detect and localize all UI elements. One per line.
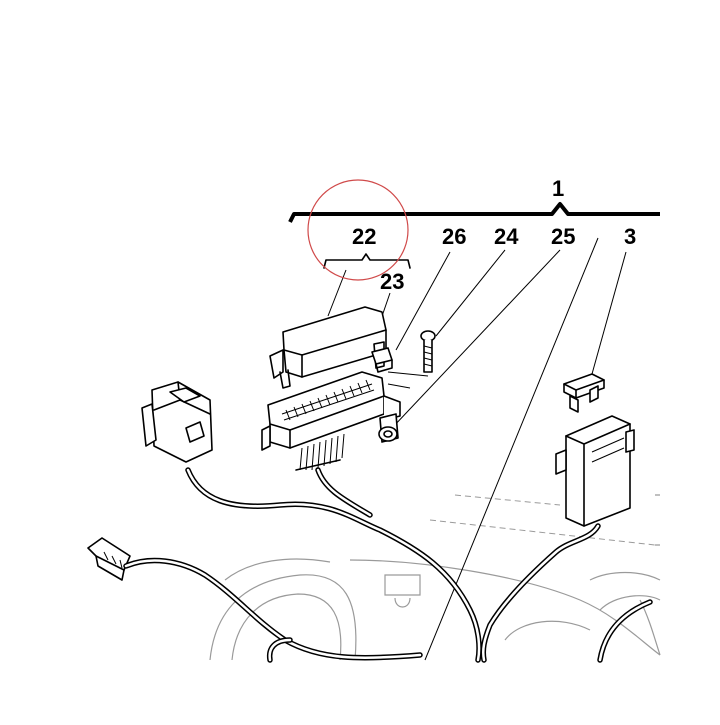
background-structure (209, 494, 661, 661)
callout-24: 24 (494, 224, 519, 249)
wiring-harness (123, 467, 653, 663)
assembly-bracket (288, 202, 660, 223)
sub-bracket-22 (323, 253, 411, 269)
clip-part (371, 347, 393, 373)
screw-part (420, 330, 436, 373)
side-plug-part (87, 537, 131, 581)
nut-part (378, 371, 429, 443)
fuse-holder-part (555, 415, 635, 527)
fuse-part (563, 373, 605, 413)
callout-labels: 1 22 23 26 24 25 3 (352, 176, 636, 294)
connector-cover-part (269, 306, 387, 389)
callout-25: 25 (551, 224, 575, 249)
callout-23: 23 (380, 269, 404, 294)
callout-26: 26 (442, 224, 466, 249)
highlight-circle (307, 179, 409, 281)
callout-22: 22 (352, 224, 376, 249)
relay-part (141, 381, 213, 463)
callout-1: 1 (552, 176, 564, 201)
callout-3: 3 (624, 224, 636, 249)
connector-block-part (261, 371, 401, 471)
connector-pins (281, 379, 375, 421)
